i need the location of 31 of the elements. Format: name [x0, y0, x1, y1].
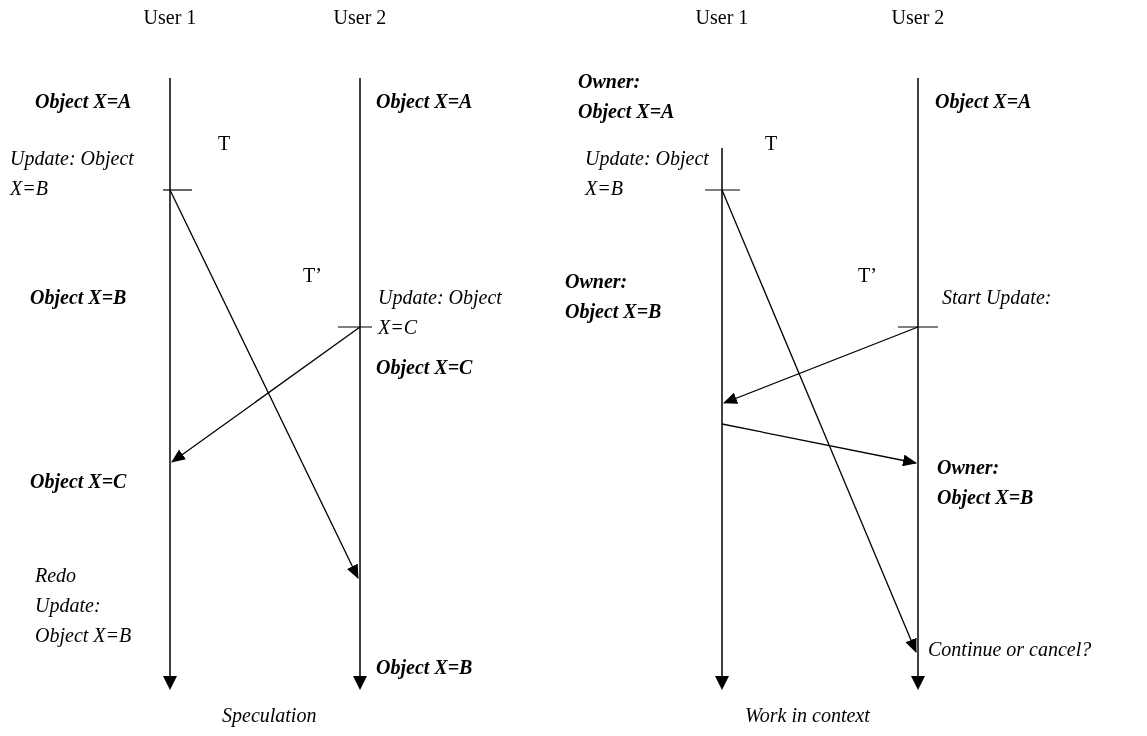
participant-label: User 1	[142, 5, 198, 29]
state-label: Object X=C	[376, 355, 474, 381]
question-note: Continue or cancel?	[928, 637, 1093, 662]
update-note: Start Update:	[942, 285, 1053, 311]
transaction-label: T	[765, 131, 779, 156]
state-label: Object X=A	[935, 89, 1033, 115]
participant-label: User 1	[694, 5, 750, 29]
state-label: Object X=B	[30, 285, 128, 311]
message-arrow	[721, 423, 917, 467]
message-arrow	[721, 189, 917, 653]
transaction-label: T’	[858, 263, 878, 288]
state-label: Object X=A	[35, 89, 133, 115]
transaction-label: T’	[303, 263, 323, 288]
message-arrow	[171, 326, 361, 463]
participant-label: User 2	[332, 5, 388, 29]
state-label: Object X=B	[376, 655, 474, 681]
update-note: Redo Update: Object X=B	[35, 563, 133, 649]
state-label: Object X=A	[376, 89, 474, 115]
update-note: Update: Object X=B	[10, 146, 135, 201]
message-arrow	[723, 326, 919, 404]
caption: Work in context	[745, 703, 871, 728]
owner-label: Owner: Object X=B	[565, 269, 663, 325]
update-note: Update: Object X=C	[378, 285, 503, 340]
message-arrow	[169, 189, 359, 579]
participant-label: User 2	[890, 5, 946, 29]
state-label: Object X=C	[30, 469, 128, 495]
owner-label: Owner: Object X=B	[937, 455, 1035, 511]
owner-label: Owner: Object X=A	[578, 69, 676, 125]
update-note: Update: Object X=B	[585, 146, 710, 201]
caption: Speculation	[222, 703, 318, 729]
transaction-label: T	[218, 131, 232, 156]
